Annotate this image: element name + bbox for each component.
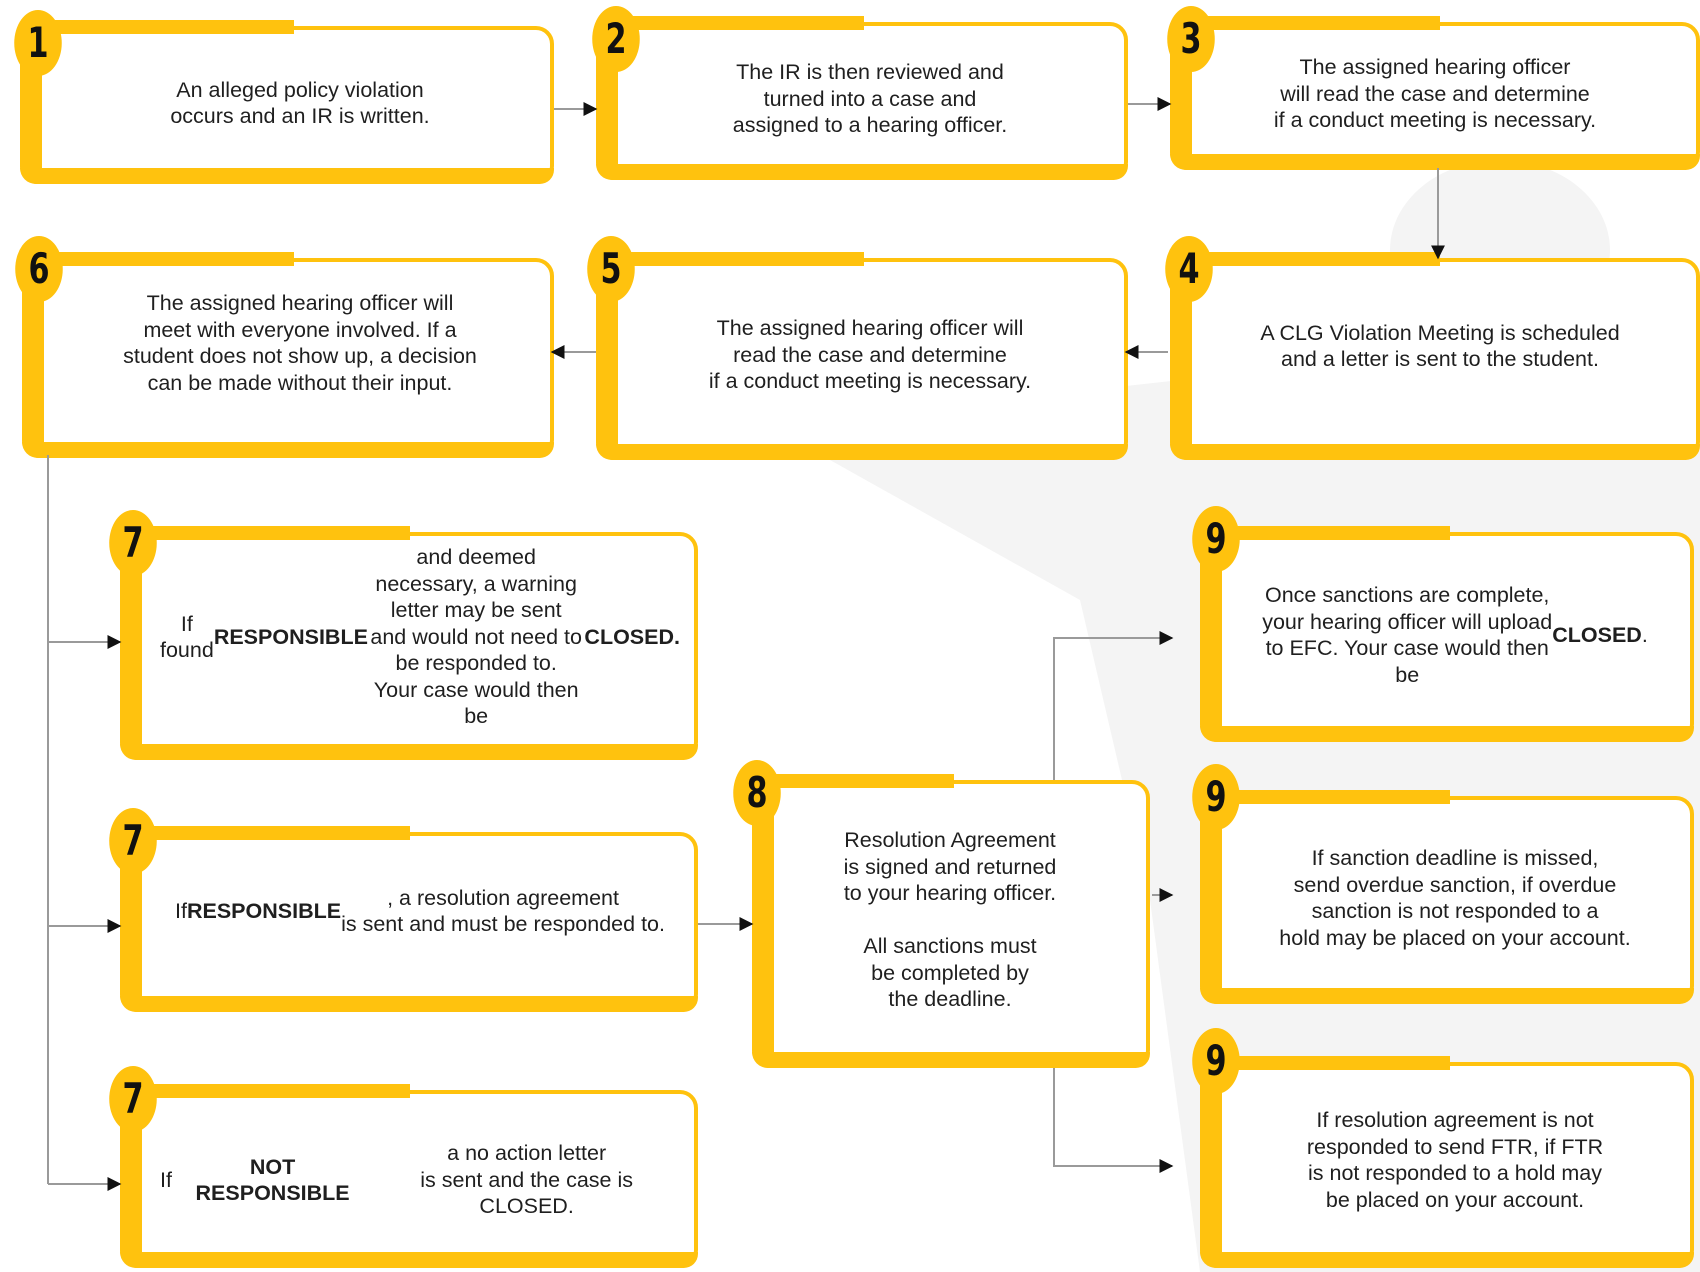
step-7b-text: If RESPONSIBLE, a resolution agreement i… (175, 885, 665, 937)
step-4-text: A CLG Violation Meeting is scheduled and… (1260, 320, 1620, 372)
step-7c-badge: 7 (109, 1066, 157, 1132)
step-2-text: The IR is then reviewed and turned into … (732, 60, 1008, 138)
step-9c-badge: 9 (1192, 1028, 1240, 1094)
step-8-badge: 8 (733, 760, 781, 826)
step-5-badge: 5 (587, 236, 635, 302)
step-7a-badge: 7 (109, 510, 157, 576)
step-7a-box (120, 532, 698, 760)
step-2-badge: 2 (592, 6, 640, 72)
step-9a-badge: 9 (1192, 506, 1240, 572)
arrow-8-to-9a (1053, 631, 1174, 780)
step-8-accent-bar (770, 774, 954, 788)
step-4-badge: 4 (1165, 236, 1213, 302)
arrow-8-to-9c (1053, 1068, 1174, 1173)
step-3-accent-bar (1190, 16, 1440, 30)
step-9a-text: Once sanctions are complete, your hearin… (1262, 583, 1648, 687)
step-7b-box (120, 832, 698, 1012)
step-6-accent-bar (40, 252, 294, 266)
step-6-box (22, 258, 554, 458)
step-9b-box (1200, 796, 1694, 1004)
step-3-text: The assigned hearing officer will read t… (1273, 55, 1597, 133)
step-1-badge: 1 (14, 10, 62, 76)
step-7a-accent-bar (138, 526, 410, 540)
step-1-accent-bar (40, 20, 294, 34)
step-5-text: The assigned hearing officer will read t… (708, 316, 1032, 394)
step-9c-box (1200, 1062, 1694, 1268)
step-7b-accent-bar (138, 826, 410, 840)
step-9b-text: If sanction deadline is missed, send ove… (1279, 846, 1631, 950)
step-2-accent-bar (614, 16, 864, 30)
step-9b-badge: 9 (1192, 764, 1240, 830)
step-4-box (1170, 258, 1700, 460)
step-9a-accent-bar (1218, 526, 1450, 540)
step-3-badge: 3 (1167, 6, 1215, 72)
step-4-accent-bar (1190, 252, 1440, 266)
step-1-box (20, 26, 554, 184)
step-1-text: An alleged policy violation occurs and a… (170, 77, 430, 129)
step-6-text: The assigned hearing officer will meet w… (123, 291, 477, 395)
step-5-accent-bar (614, 252, 864, 266)
step-5-box (596, 258, 1128, 460)
step-6-badge: 6 (15, 236, 63, 302)
step-7a-text: If found RESPONSIBLE and deemed necessar… (160, 545, 680, 729)
step-7c-text: If NOT RESPONSIBLE a no action letter is… (160, 1141, 633, 1219)
step-7c-box (120, 1090, 698, 1268)
step-7b-badge: 7 (109, 808, 157, 874)
step-9b-accent-bar (1218, 790, 1450, 804)
step-9c-accent-bar (1218, 1056, 1450, 1070)
step-9c-text: If resolution agreement is not responded… (1306, 1108, 1604, 1212)
step-7c-accent-bar (138, 1084, 410, 1098)
step-8-text: Resolution Agreement is signed and retur… (843, 828, 1057, 1012)
